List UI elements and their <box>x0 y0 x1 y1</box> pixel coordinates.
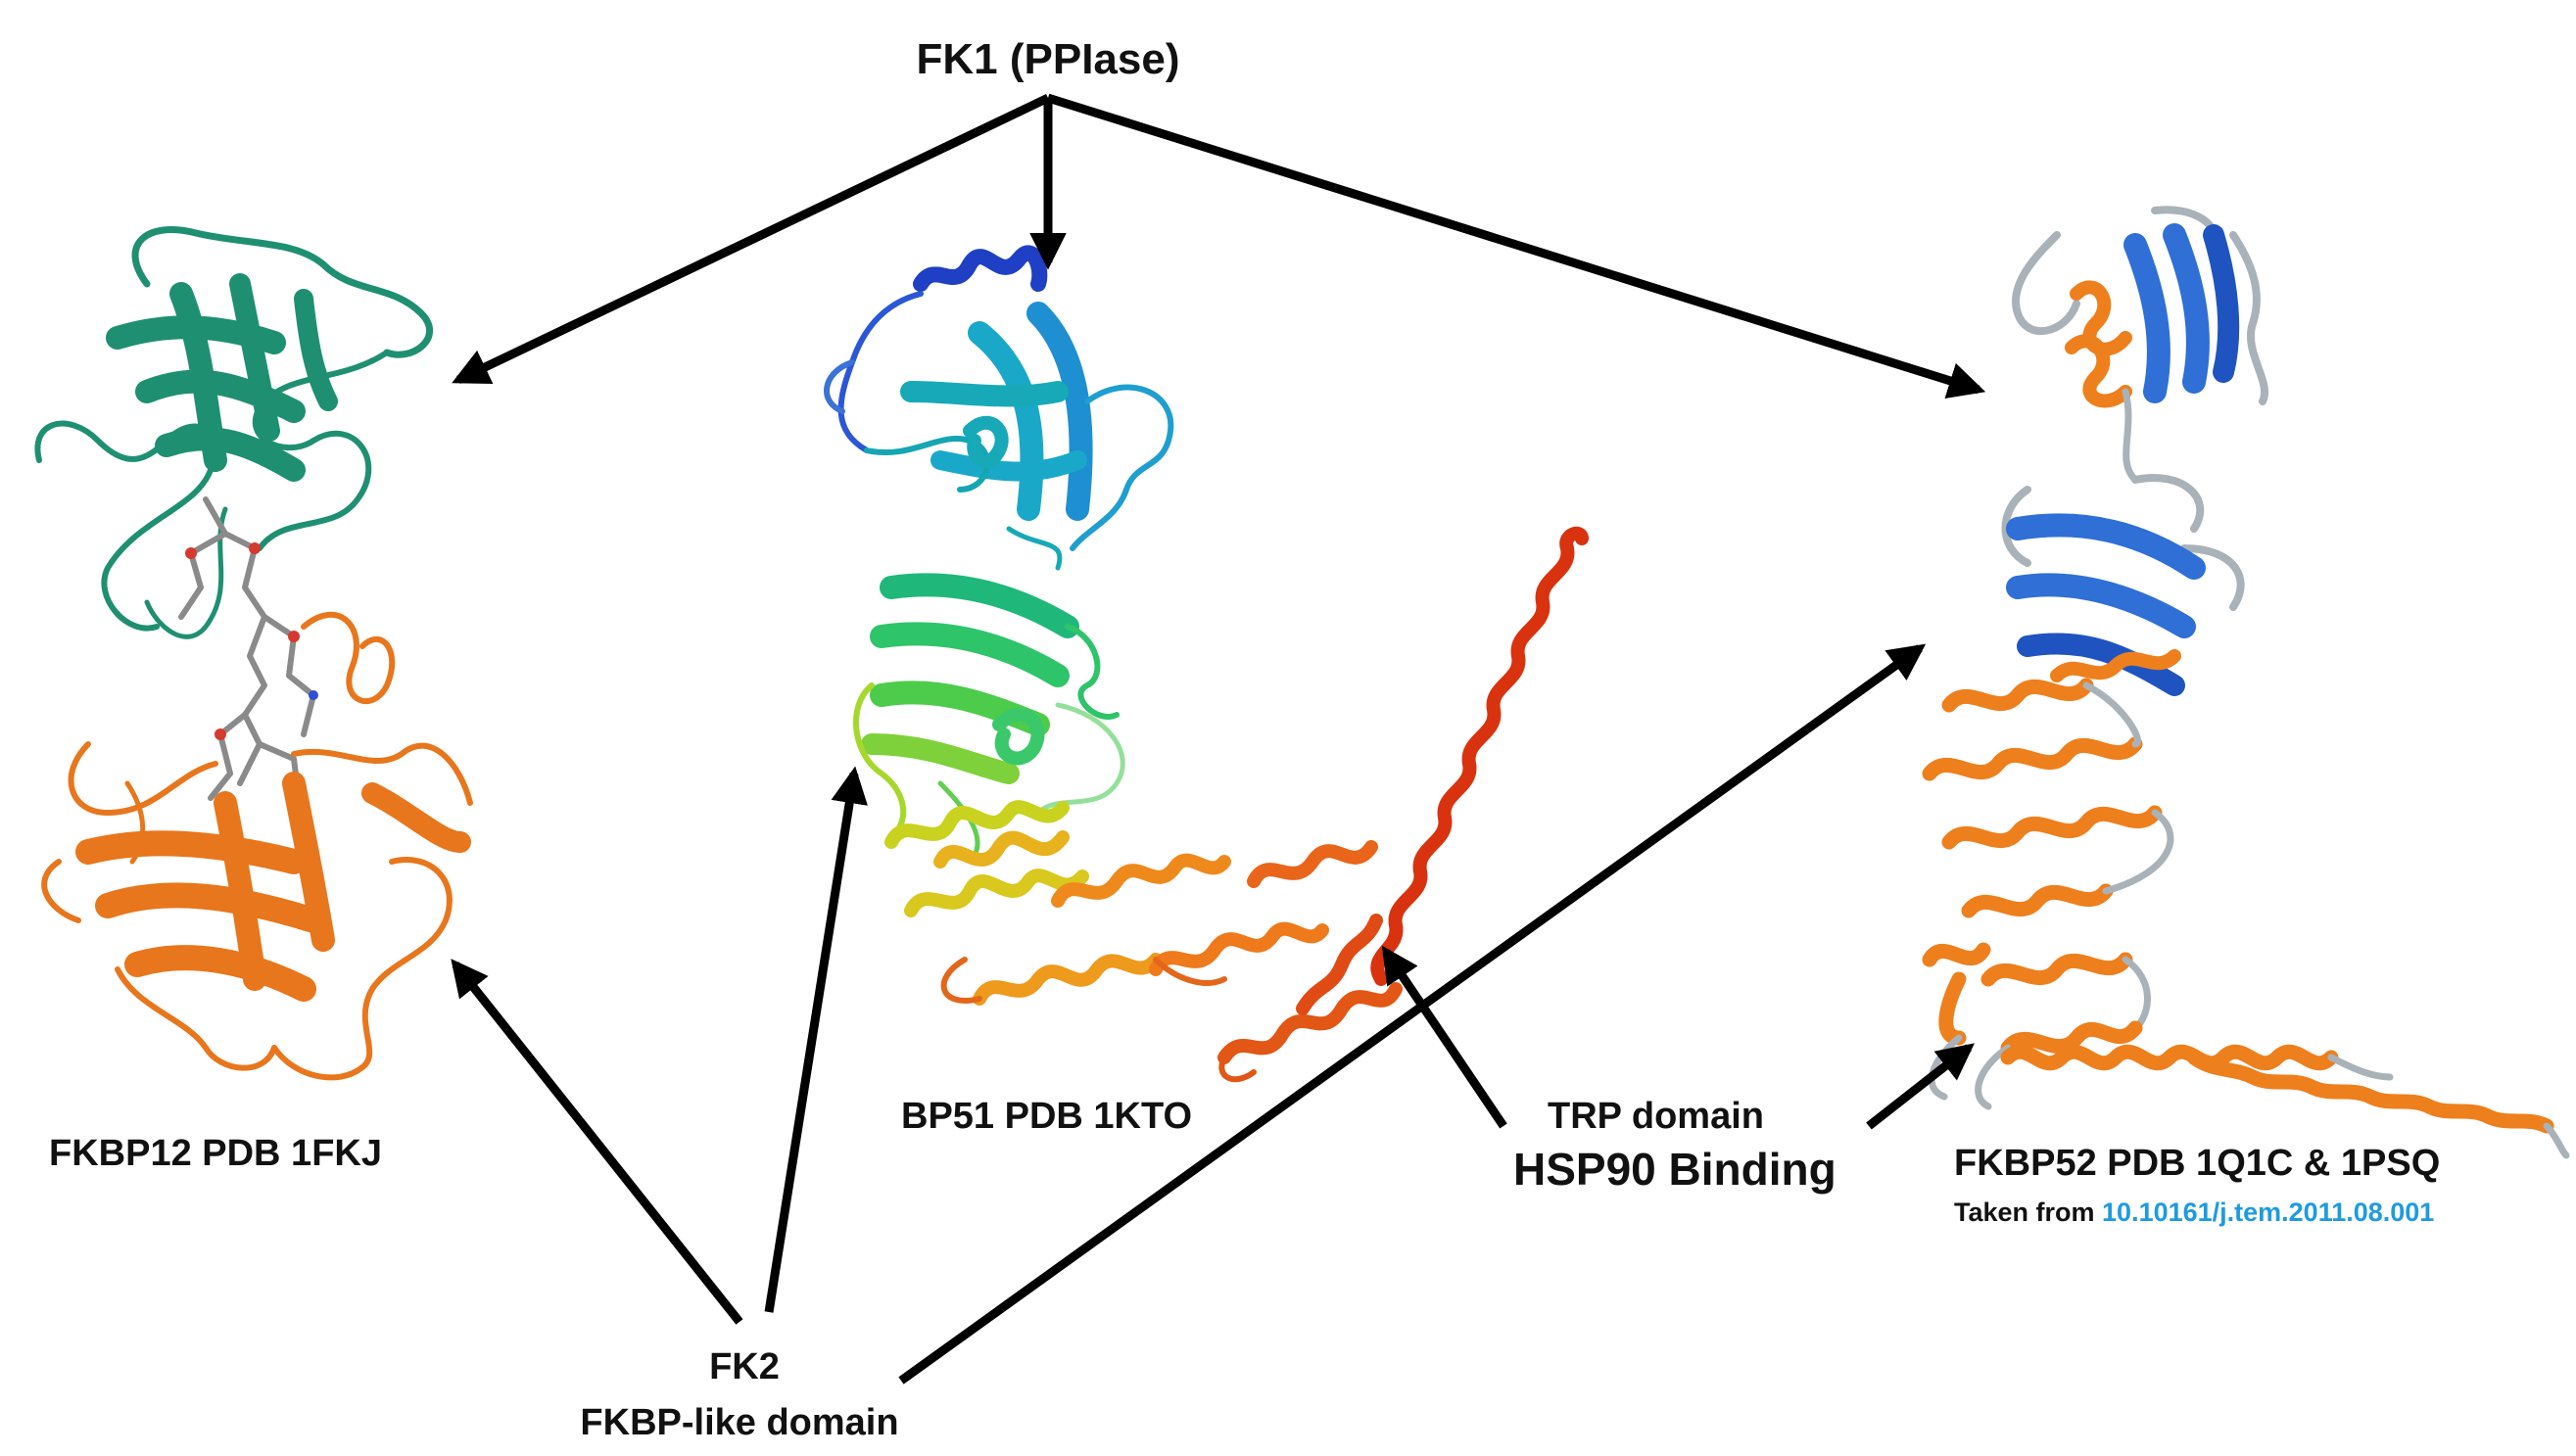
fk2-label-line2: FKBP-like domain <box>580 1402 898 1443</box>
arrow-fk1-to-fkbp52 <box>1046 93 1986 399</box>
fkbp12-label: FKBP12 PDB 1FKJ <box>49 1133 382 1174</box>
fkbp52-fk1-domain <box>2012 206 2268 484</box>
reference-text: Taken from 10.10161/j.tem.2011.08.001 <box>1954 1198 2434 1227</box>
arrow-fk2-to-fkbp52 <box>898 643 1927 1385</box>
labels: FK1 (PPIase) FKBP12 PDB 1FKJ BP51 PDB 1K… <box>49 35 2440 1443</box>
arrow-fk2-to-fkbp51 <box>764 766 868 1313</box>
fkbp51-structure <box>824 245 1589 1083</box>
fkbp12-structure <box>34 226 473 1081</box>
arrow-fk2-to-fkbp12 <box>451 959 743 1325</box>
reference-prefix: Taken from <box>1954 1198 2102 1227</box>
bp51-label: BP51 PDB 1KTO <box>901 1096 1192 1137</box>
arrow-fk1-to-fkbp12 <box>452 93 1050 385</box>
fkbp12-ligand <box>178 496 318 804</box>
fkbp52-trp-domain <box>1922 678 2174 1110</box>
fkbp51-fk1-domain <box>864 302 1174 571</box>
fkbp52-fk2-domain <box>2001 474 2245 696</box>
fkbp52-label: FKBP52 PDB 1Q1C & 1PSQ <box>1954 1143 2440 1184</box>
arrow-trp-to-fkbp52 <box>1866 1043 1975 1130</box>
trp-label-line2: HSP90 Binding <box>1513 1144 1837 1195</box>
fk1-label: FK1 (PPIase) <box>917 35 1180 83</box>
fkbp51-c-terminal-helix <box>1296 526 1589 1015</box>
fkbp12-fk2-domain <box>41 611 473 1081</box>
arrows <box>451 93 1986 1385</box>
fkbp52-structure <box>1922 206 2570 1159</box>
fkbp12-fk1-domain <box>34 226 433 639</box>
reference-doi-link[interactable]: 10.10161/j.tem.2011.08.001 <box>2102 1198 2434 1227</box>
arrow-trp-to-fkbp51 <box>1381 945 1507 1129</box>
fkbp51-trp-domain <box>884 800 1403 1083</box>
fk2-label-line1: FK2 <box>709 1346 780 1387</box>
trp-label-line1: TRP domain <box>1548 1096 1764 1137</box>
